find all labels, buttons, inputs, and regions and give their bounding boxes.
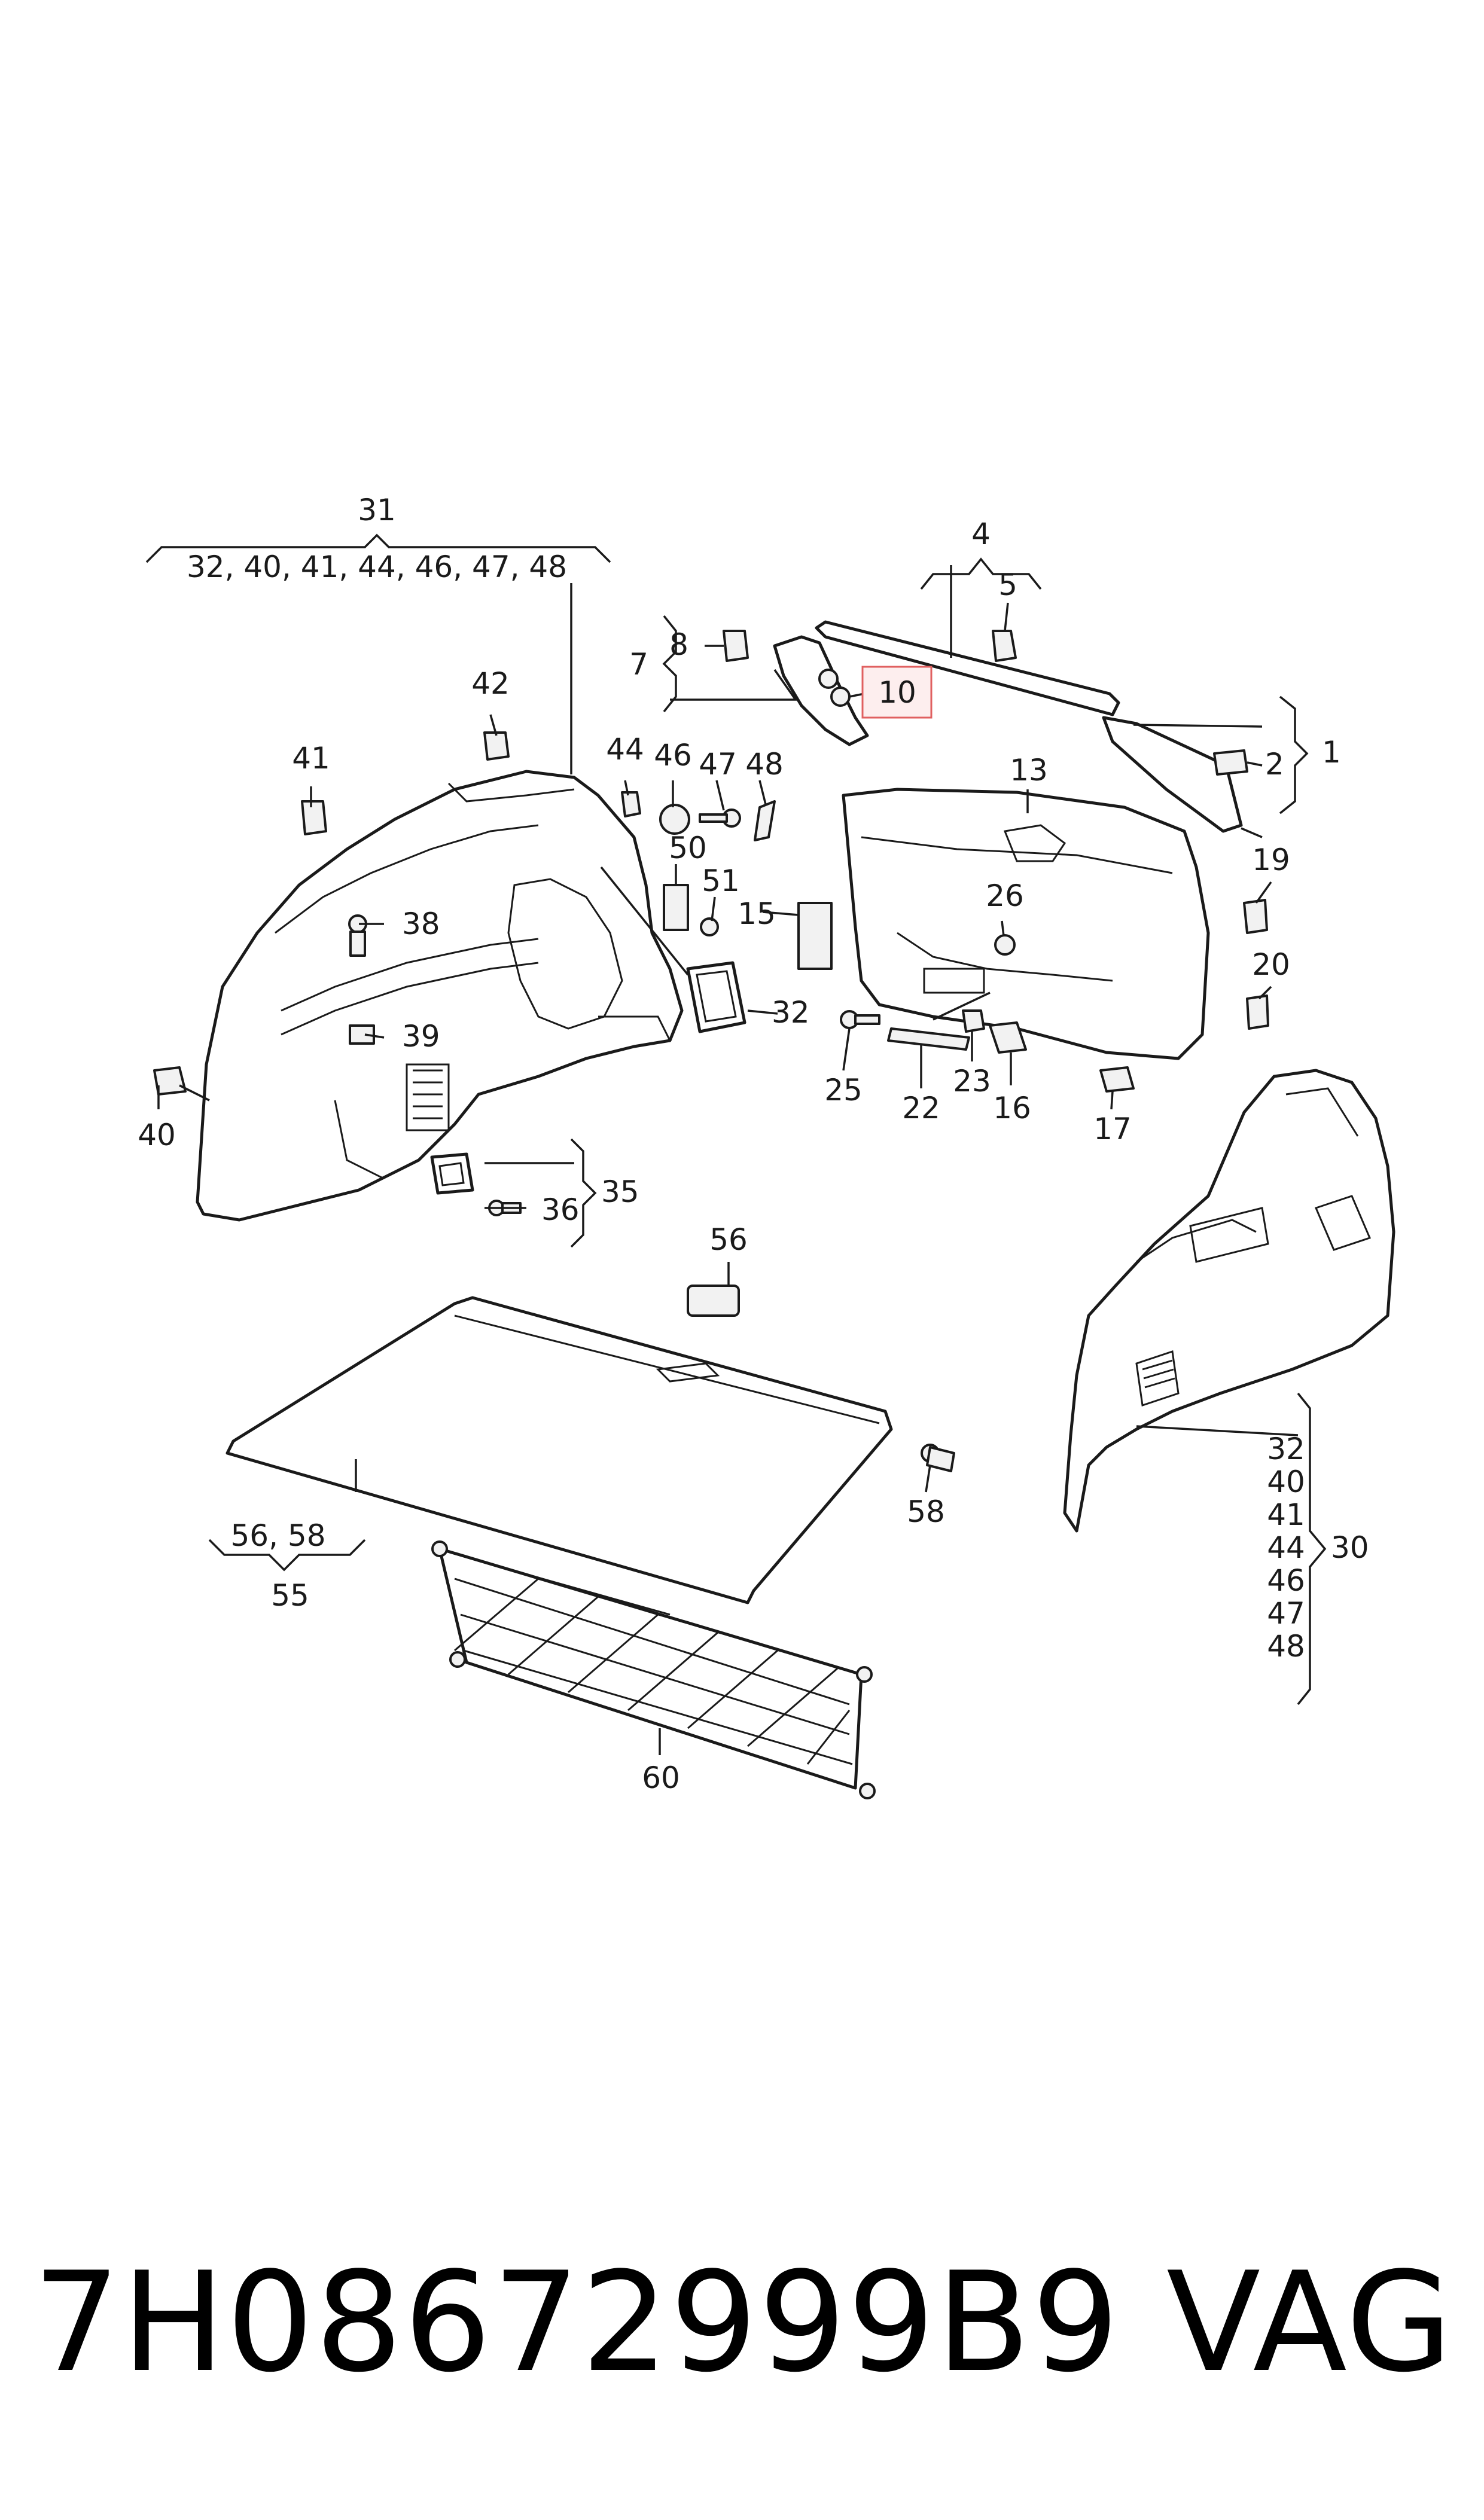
callout-60: 60 <box>642 1761 680 1795</box>
callout-35: 35 <box>601 1174 639 1209</box>
callout-51: 51 <box>702 864 740 898</box>
callout-17: 17 <box>1093 1112 1132 1146</box>
upper-right-trim-strips <box>815 620 1248 833</box>
brand-name: VAG <box>1166 2243 1454 2403</box>
luggage-net <box>431 1540 876 1799</box>
callout-20: 20 <box>1252 947 1290 982</box>
callout-15: 15 <box>738 896 776 931</box>
center-small-parts <box>840 899 1269 1093</box>
group-brackets <box>145 533 1327 1706</box>
callout-5: 5 <box>998 568 1017 602</box>
highlight-box-10 <box>861 666 933 719</box>
callout-1: 1 <box>1322 735 1341 770</box>
callout-19: 19 <box>1252 843 1290 877</box>
callout-labels: 31 32, 40, 41, 44, 46, 47, 48 42 41 38 3… <box>138 493 1369 1795</box>
upper-trim-handle <box>723 630 869 746</box>
rear-center-panel <box>797 788 1210 1060</box>
group-30-item: 40 <box>1267 1465 1305 1499</box>
callout-22: 22 <box>902 1091 940 1125</box>
callout-38: 38 <box>402 907 440 941</box>
callout-2: 2 <box>1265 747 1284 782</box>
group-55-list: 56, 58 <box>230 1518 325 1553</box>
callout-58: 58 <box>907 1494 945 1529</box>
callout-50: 50 <box>669 831 707 865</box>
group-30-list: 32 40 41 44 46 47 48 <box>1267 1432 1305 1664</box>
callout-40: 40 <box>138 1118 176 1152</box>
luggage-cover <box>226 1285 955 1604</box>
group-30-item: 32 <box>1267 1432 1305 1466</box>
group-30-item: 47 <box>1267 1596 1305 1631</box>
callout-46: 46 <box>654 738 692 773</box>
callout-41: 41 <box>292 741 330 776</box>
part-number: 7H08672999B9 <box>33 2243 1121 2403</box>
center-clips <box>621 791 776 1033</box>
callout-39: 39 <box>402 1019 440 1054</box>
callout-31: 31 <box>358 493 396 527</box>
callout-56: 56 <box>709 1222 748 1257</box>
group-30-item: 48 <box>1267 1629 1305 1664</box>
callout-10: 10 <box>878 675 916 710</box>
callout-30: 30 <box>1331 1530 1369 1565</box>
callout-55: 55 <box>271 1578 309 1613</box>
callout-42: 42 <box>471 666 510 701</box>
callout-44: 44 <box>606 732 644 767</box>
callout-8: 8 <box>669 627 688 662</box>
callout-23: 23 <box>953 1064 991 1099</box>
left-side-trim-panel <box>196 770 684 1222</box>
group-30-item: 44 <box>1267 1530 1305 1565</box>
callout-4: 4 <box>971 517 991 551</box>
callout-48: 48 <box>745 747 784 782</box>
left-clips <box>153 731 522 1216</box>
callout-32-left: 32 <box>772 995 810 1030</box>
group-30-item: 46 <box>1267 1563 1305 1598</box>
callout-47: 47 <box>699 747 737 782</box>
leader-lines <box>157 565 1299 1755</box>
callout-16: 16 <box>993 1091 1031 1125</box>
callout-36: 36 <box>541 1192 580 1227</box>
callout-25: 25 <box>824 1073 863 1108</box>
right-side-trim-panel <box>1063 1069 1395 1533</box>
callout-13: 13 <box>1010 753 1048 788</box>
callout-26: 26 <box>986 878 1024 913</box>
callout-7: 7 <box>629 647 648 682</box>
group-31-list: 32, 40, 41, 44, 46, 47, 48 <box>187 550 567 584</box>
group-30-item: 41 <box>1267 1497 1305 1532</box>
